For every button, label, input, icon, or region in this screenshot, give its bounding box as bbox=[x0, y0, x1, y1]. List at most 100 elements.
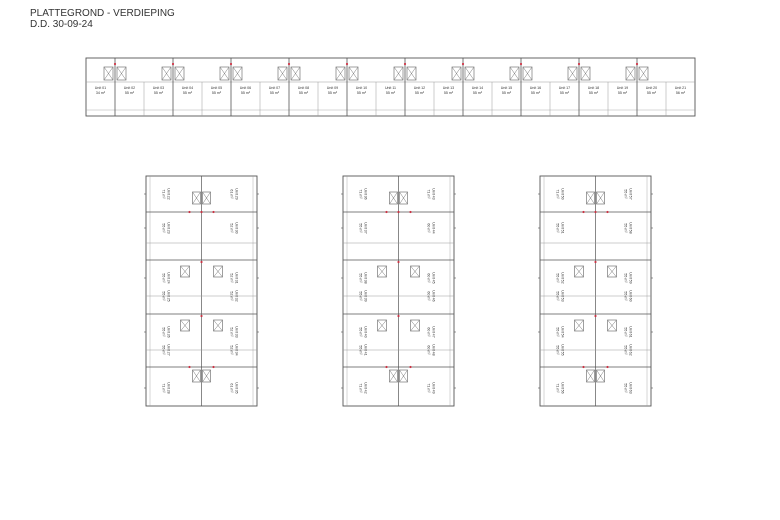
unit-name: Unit 48 bbox=[432, 344, 436, 355]
unit-name: Unit 55 bbox=[561, 344, 565, 355]
connection-marker bbox=[461, 62, 465, 66]
unit-name: Unit 42 bbox=[364, 382, 368, 393]
lift-box bbox=[213, 265, 223, 278]
unit-name: Unit 38 bbox=[364, 272, 368, 283]
connection-marker bbox=[200, 210, 203, 214]
lift-box bbox=[389, 369, 398, 383]
lift-symbol bbox=[586, 369, 595, 383]
unit-area: 55 m² bbox=[241, 91, 251, 95]
unit-name: Unit 52 bbox=[561, 272, 565, 283]
lift-box bbox=[596, 191, 605, 205]
lift-symbol bbox=[180, 319, 190, 332]
unit-area: 52 m² bbox=[230, 223, 234, 233]
lift-cross bbox=[116, 66, 127, 81]
lift-box bbox=[213, 319, 223, 332]
unit-name: Unit 35 bbox=[235, 382, 239, 393]
lift-cross bbox=[607, 265, 617, 278]
lift-box bbox=[161, 66, 172, 81]
lift-cross bbox=[399, 369, 408, 383]
unit-area: 71 m² bbox=[162, 189, 166, 199]
lift-box bbox=[377, 265, 387, 278]
unit-name: Unit 22 bbox=[167, 188, 171, 199]
unit-area: 55 m² bbox=[154, 91, 164, 95]
unit-area: 55 m² bbox=[162, 273, 166, 283]
lift-box bbox=[399, 191, 408, 205]
lift-box bbox=[116, 66, 127, 81]
connection-marker bbox=[113, 62, 117, 66]
lift-symbol bbox=[410, 319, 420, 332]
connection-marker bbox=[188, 365, 191, 369]
connection-marker bbox=[229, 62, 233, 66]
connection-marker bbox=[212, 365, 215, 369]
unit-name: Unit 26 bbox=[167, 326, 171, 337]
unit-name: Unit 17 bbox=[559, 86, 570, 90]
lift-box bbox=[580, 66, 591, 81]
lift-symbol bbox=[574, 319, 584, 332]
lift-box bbox=[277, 66, 288, 81]
lift-symbol bbox=[522, 66, 533, 81]
lift-cross bbox=[232, 66, 243, 81]
lift-cross bbox=[393, 66, 404, 81]
unit-name: Unit 37 bbox=[364, 222, 368, 233]
unit-name: Unit 59 bbox=[629, 272, 633, 283]
lift-box bbox=[406, 66, 417, 81]
lift-cross bbox=[567, 66, 578, 81]
lift-cross bbox=[410, 319, 420, 332]
unit-area: 55 m² bbox=[328, 91, 338, 95]
lift-box bbox=[509, 66, 520, 81]
unit-name: Unit 41 bbox=[364, 344, 368, 355]
unit-area: 55 m² bbox=[624, 273, 628, 283]
unit-name: Unit 56 bbox=[561, 382, 565, 393]
lift-cross bbox=[522, 66, 533, 81]
unit-name: Unit 21 bbox=[675, 86, 686, 90]
unit-name: Unit 02 bbox=[124, 86, 135, 90]
lift-box bbox=[219, 66, 230, 81]
unit-area: 55 m² bbox=[359, 345, 363, 355]
lift-cross bbox=[348, 66, 359, 81]
unit-area: 55 m² bbox=[183, 91, 193, 95]
lift-box bbox=[464, 66, 475, 81]
lift-cross bbox=[574, 319, 584, 332]
unit-name: Unit 62 bbox=[629, 344, 633, 355]
unit-area: 55 m² bbox=[624, 345, 628, 355]
connection-marker bbox=[188, 210, 191, 214]
unit-area: 55 m² bbox=[624, 189, 628, 199]
unit-area: 55 m² bbox=[556, 327, 560, 337]
connection-marker bbox=[345, 62, 349, 66]
lift-cross bbox=[174, 66, 185, 81]
lift-box bbox=[607, 319, 617, 332]
lift-cross bbox=[219, 66, 230, 81]
lift-cross bbox=[574, 265, 584, 278]
lift-symbol bbox=[277, 66, 288, 81]
unit-name: Unit 28 bbox=[167, 382, 171, 393]
unit-area: 55 m² bbox=[359, 223, 363, 233]
lift-cross bbox=[410, 265, 420, 278]
lift-symbol bbox=[607, 265, 617, 278]
lift-cross bbox=[377, 319, 387, 332]
lift-symbol bbox=[213, 265, 223, 278]
lift-cross bbox=[586, 369, 595, 383]
unit-area: 71 m² bbox=[162, 383, 166, 393]
connection-marker bbox=[397, 210, 400, 214]
unit-area: 52 m² bbox=[230, 291, 234, 301]
lift-cross bbox=[277, 66, 288, 81]
unit-area: 55 m² bbox=[125, 91, 135, 95]
lift-box bbox=[232, 66, 243, 81]
lift-box bbox=[192, 191, 201, 205]
lift-box bbox=[607, 265, 617, 278]
lift-box bbox=[389, 191, 398, 205]
lift-cross bbox=[464, 66, 475, 81]
unit-name: Unit 50 bbox=[561, 188, 565, 199]
lift-cross bbox=[202, 191, 211, 205]
lift-box bbox=[399, 369, 408, 383]
unit-name: Unit 61 bbox=[629, 326, 633, 337]
lift-symbol bbox=[377, 319, 387, 332]
lift-symbol bbox=[174, 66, 185, 81]
lift-box bbox=[103, 66, 114, 81]
lift-symbol bbox=[596, 369, 605, 383]
unit-area: 55 m² bbox=[589, 91, 599, 95]
